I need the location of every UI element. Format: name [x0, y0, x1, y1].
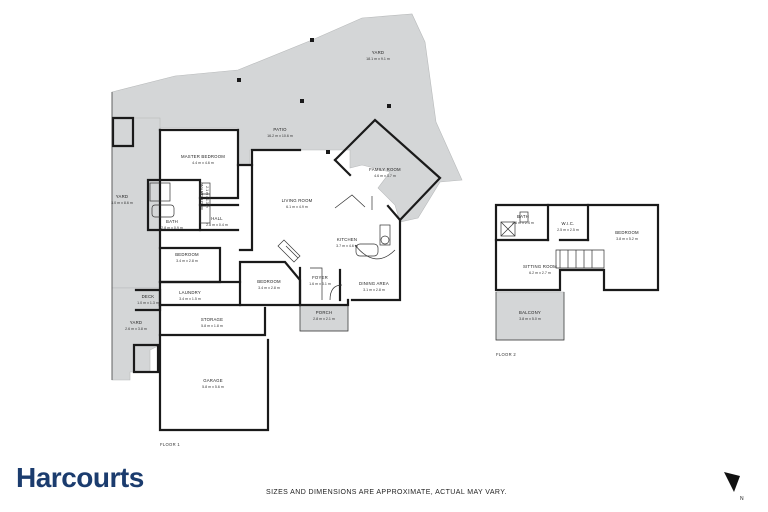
bedroom-center-name: BEDROOM [257, 279, 281, 284]
master-bedroom-name: MASTER BEDROOM [181, 154, 225, 159]
f2-bath-name: BATH [517, 214, 529, 219]
bedroom-left-name: BEDROOM [175, 252, 199, 257]
compass-label: N [740, 496, 744, 502]
kitchen-name: KITCHEN [337, 237, 357, 242]
sitting-room-dims: 6.2 m x 2.7 m [529, 271, 551, 275]
dining-area-name: DINING AREA [359, 281, 389, 286]
bath-name: BATH [166, 219, 178, 224]
kitchen-dims: 3.7 m x 4.6 m [336, 244, 358, 248]
yard-left-name: YARD [116, 194, 128, 199]
bedroom-center-dims: 3.4 m x 2.8 m [258, 286, 280, 290]
bedroom-left-dims: 3.4 m x 2.8 m [176, 259, 198, 263]
wardrobe-dims: 2.1 m x 1.3 m [205, 186, 209, 208]
f2-bath-dims: 2.6 m x 2.4 m [512, 221, 534, 225]
master-bedroom-dims: 4.4 m x 4.6 m [192, 161, 214, 165]
foyer-dims: 1.6 m x 3.1 m [309, 282, 331, 286]
floor1-fixtures [149, 182, 396, 301]
patio-dims: 16.2 m x 10.6 m [267, 134, 293, 138]
garage-dims: 5.8 m x 5.6 m [202, 385, 224, 389]
yard-bottom-name: YARD [130, 320, 142, 325]
columns [237, 38, 391, 154]
laundry-name: LAUNDRY [179, 290, 201, 295]
deck-dims: 1.0 m x 1.3 m [137, 301, 159, 305]
storage-dims: 5.8 m x 1.8 m [201, 324, 223, 328]
living-room-dims: 6.1 m x 4.9 m [286, 205, 308, 209]
deck-name: DECK [142, 294, 155, 299]
floor1-room-labels: YARD 18.1 m x 9.1 m PATIO 16.2 m x 10.6 … [111, 50, 401, 447]
f2-bedroom-dims: 3.8 m x 5.2 m [616, 237, 638, 241]
yard-bottom-dims: 2.6 m x 3.8 m [125, 327, 147, 331]
laundry-dims: 3.4 m x 1.5 m [179, 297, 201, 301]
disclaimer-text: SIZES AND DIMENSIONS ARE APPROXIMATE, AC… [266, 489, 507, 496]
wardrobe-name: WARDROBE [199, 184, 204, 211]
family-room-name: FAMILY ROOM [369, 167, 401, 172]
garage-name: GARAGE [203, 378, 223, 383]
yard-top-name: YARD [372, 50, 384, 55]
wic-dims: 2.5 m x 2.5 m [557, 228, 579, 232]
floor1-label: FLOOR 1 [160, 442, 180, 447]
balcony-area [495, 291, 565, 341]
balcony-dims: 3.8 m x 5.0 m [519, 317, 541, 321]
floor2-room-labels: BATH 2.6 m x 2.4 m W.I.C. 2.5 m x 2.5 m … [496, 214, 639, 357]
sitting-room-name: SITTING ROOM [523, 264, 557, 269]
foyer-name: FOYER [312, 275, 328, 280]
porch-dims: 2.8 m x 2.1 m [313, 317, 335, 321]
family-room-dims: 4.6 m x 3.7 m [374, 174, 396, 178]
floor1-walls [111, 92, 442, 432]
porch-name: PORCH [316, 310, 333, 315]
living-room-name: LIVING ROOM [282, 198, 313, 203]
compass: N [724, 472, 744, 502]
wic-name: W.I.C. [562, 221, 575, 226]
brand-logo: Harcourts [16, 462, 144, 493]
balcony-name: BALCONY [519, 310, 541, 315]
hall-name: HALL [211, 216, 223, 221]
bath-dims: 2.8 m x 0.9 m [161, 226, 183, 230]
compass-arrow-icon [724, 472, 740, 492]
floor2-label: FLOOR 2 [496, 352, 516, 357]
yard-left-dims: 3.0 m x 8.6 m [111, 201, 133, 205]
storage-name: STORAGE [201, 317, 223, 322]
outdoor-areas [111, 13, 565, 381]
dining-area-dims: 3.1 m x 2.8 m [363, 288, 385, 292]
yard-top-dims: 18.1 m x 9.1 m [366, 57, 390, 61]
floor2-walls [494, 203, 660, 341]
f2-bedroom-name: BEDROOM [615, 230, 639, 235]
hall-dims: 2.8 m x 0.4 m [206, 223, 228, 227]
patio-name: PATIO [273, 127, 287, 132]
yard-patio-area [111, 13, 463, 251]
